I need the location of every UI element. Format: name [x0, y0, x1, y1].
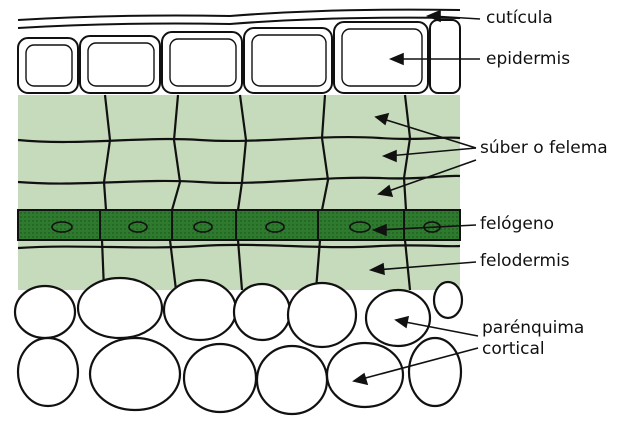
- label-cuticula: cutícula: [486, 10, 553, 27]
- label-felogeno: felógeno: [480, 216, 554, 233]
- label-felodermis: felodermis: [480, 253, 570, 270]
- felogeno-layer: [18, 210, 460, 240]
- label-parenquima-line1: parénquima: [482, 320, 584, 337]
- parenquima-layer: [15, 278, 462, 414]
- label-parenquima-line2: cortical: [482, 341, 545, 358]
- label-epidermis: epidermis: [486, 51, 570, 68]
- label-suber: súber o felema: [480, 140, 608, 157]
- epidermis-layer: [18, 20, 460, 93]
